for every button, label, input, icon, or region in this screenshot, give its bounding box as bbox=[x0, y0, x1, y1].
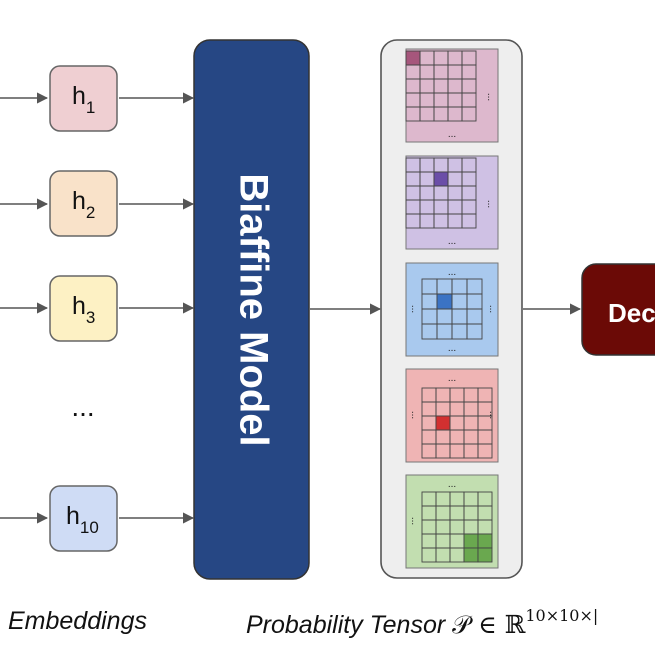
tensor-cell bbox=[477, 547, 493, 563]
tensor-slice-3: ............ bbox=[405, 262, 499, 357]
svg-text:h1: h1 bbox=[72, 82, 95, 117]
tensor-cell bbox=[463, 547, 479, 563]
hidden-state-h2: h2 bbox=[49, 170, 118, 237]
tensor-slice-1: ...... bbox=[405, 48, 499, 143]
biaffine-model-label: Biaffine Model bbox=[231, 173, 275, 446]
tensor-cell bbox=[436, 293, 453, 310]
tensor-slice-2: ...... bbox=[405, 155, 499, 250]
tensor-cell bbox=[405, 50, 421, 66]
input-arrows bbox=[0, 92, 49, 524]
tensor-ellipsis: ... bbox=[448, 479, 456, 490]
svg-text:h2: h2 bbox=[72, 187, 95, 222]
tensor-slice-5: ...... bbox=[405, 474, 499, 569]
tensor-cell bbox=[477, 533, 493, 549]
tensor-cell bbox=[433, 171, 449, 187]
tensor-cell bbox=[435, 415, 451, 431]
hidden-state-h1: h1 bbox=[49, 65, 118, 132]
hidden-state-h10: h10 bbox=[49, 485, 118, 552]
hidden-to-model-arrows bbox=[119, 92, 195, 524]
svg-text:h10: h10 bbox=[66, 502, 99, 537]
tensor-ellipsis: ... bbox=[448, 343, 456, 354]
hidden-state-h3: h3 bbox=[49, 275, 118, 342]
svg-text:h3: h3 bbox=[72, 292, 95, 327]
tensor-ellipsis: ... bbox=[448, 267, 456, 278]
biaffine-model-block: Biaffine Model bbox=[193, 39, 310, 580]
tensor-ellipsis: ... bbox=[448, 236, 456, 247]
decoder-label: Dec bbox=[608, 298, 655, 328]
tensor-slice-background bbox=[405, 368, 499, 463]
tensor-ellipsis: ... bbox=[409, 517, 420, 525]
tensor-caption: Probability Tensor 𝒫 ∈ ℝ10×10×| bbox=[246, 606, 598, 639]
tensor-cell bbox=[461, 106, 477, 122]
hidden-states-ellipsis: ... bbox=[71, 391, 94, 422]
tensor-ellipsis: ... bbox=[409, 305, 420, 313]
decoder-block: Dec bbox=[581, 263, 655, 356]
tensor-cell bbox=[466, 323, 483, 340]
probability-tensor: ....................................... bbox=[380, 39, 523, 579]
embeddings-caption: Embeddings bbox=[8, 607, 147, 635]
tensor-cell bbox=[463, 533, 479, 549]
tensor-ellipsis: ... bbox=[409, 411, 420, 419]
tensor-ellipsis: ... bbox=[487, 305, 498, 313]
tensor-ellipsis: ... bbox=[448, 129, 456, 140]
tensor-ellipsis: ... bbox=[487, 411, 498, 419]
tensor-cell bbox=[461, 213, 477, 229]
tensor-slice-background bbox=[405, 48, 499, 143]
tensor-ellipsis: ... bbox=[485, 93, 496, 101]
tensor-ellipsis: ... bbox=[485, 200, 496, 208]
tensor-slice-4: ......... bbox=[405, 368, 499, 463]
tensor-ellipsis: ... bbox=[448, 373, 456, 384]
tensor-cell bbox=[477, 443, 493, 459]
tensor-slice-background bbox=[405, 155, 499, 250]
